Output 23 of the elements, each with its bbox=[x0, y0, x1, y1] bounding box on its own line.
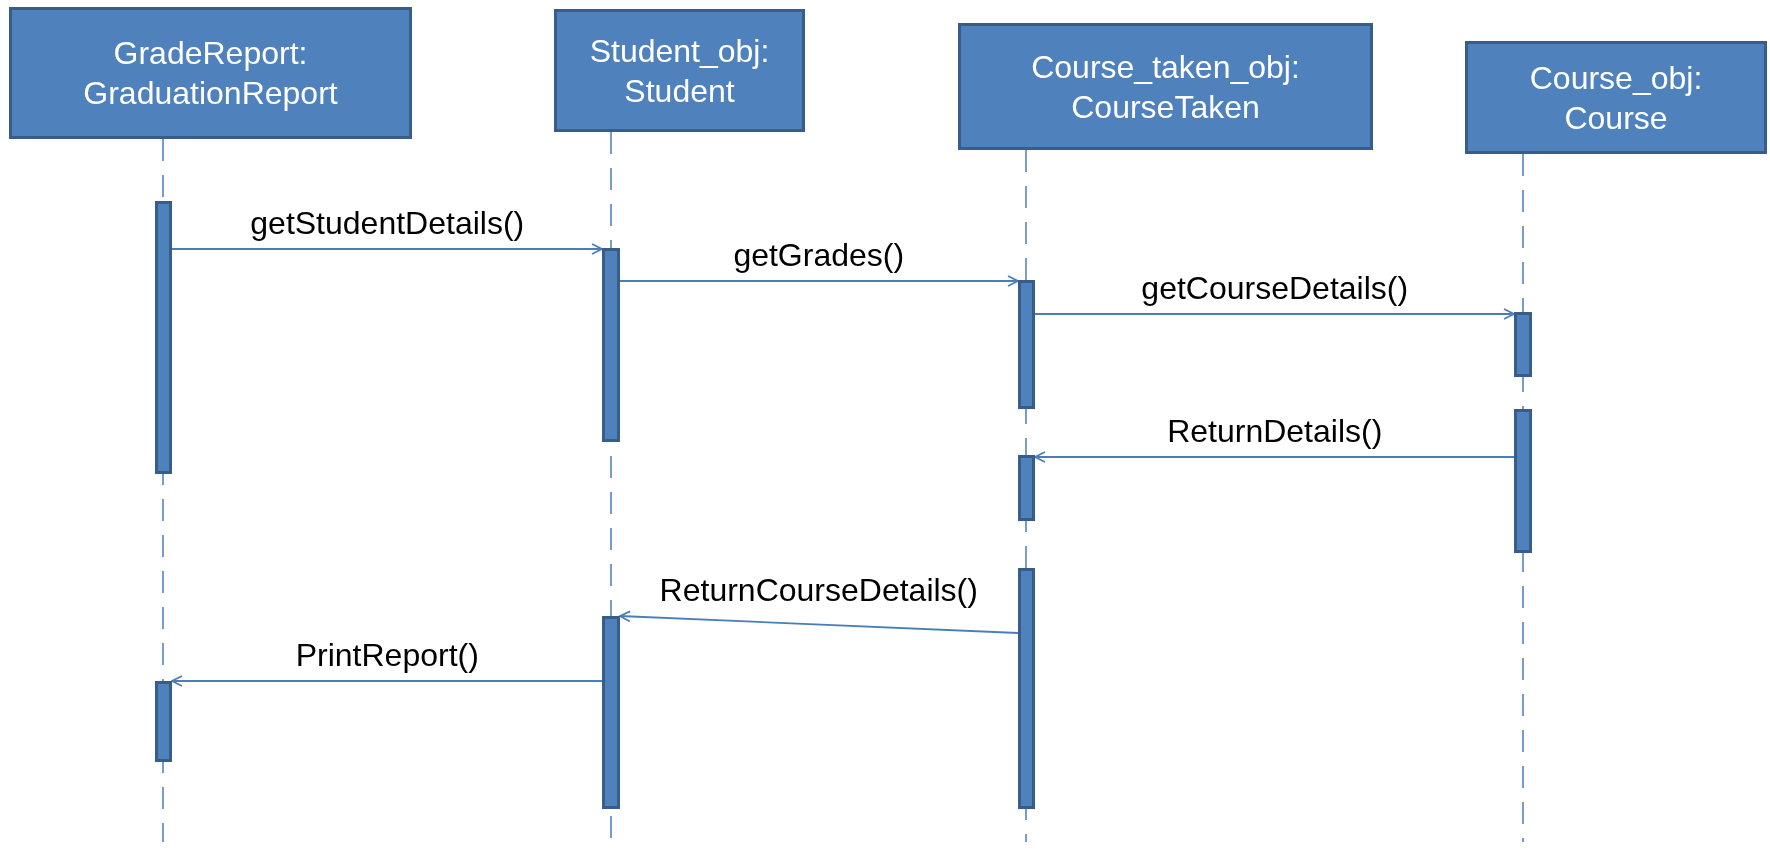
object-name: Course_obj: Course bbox=[1528, 58, 1704, 138]
activation-bar bbox=[1514, 312, 1532, 377]
message-arrow bbox=[1034, 308, 1515, 320]
object-box bbox=[9, 7, 412, 139]
activation-bar bbox=[1018, 280, 1035, 409]
object-box bbox=[958, 23, 1373, 150]
message-arrow bbox=[619, 275, 1019, 287]
object-box bbox=[1465, 41, 1767, 154]
activation-bar bbox=[155, 201, 172, 474]
message-arrow bbox=[1034, 451, 1515, 463]
activation-bar bbox=[602, 248, 620, 442]
activation-bar bbox=[1514, 409, 1532, 553]
object-name: GradeReport: GraduationReport bbox=[82, 34, 339, 113]
activation-bar bbox=[155, 681, 172, 762]
activation-bar bbox=[1018, 568, 1035, 809]
activation-bar bbox=[602, 616, 620, 809]
object-name: Course_taken_obj: CourseTaken bbox=[1030, 47, 1301, 127]
object-box bbox=[554, 9, 805, 132]
message-arrow bbox=[619, 610, 1019, 634]
object-name: Student_obj: Student bbox=[588, 31, 771, 111]
message-arrow bbox=[171, 243, 603, 255]
activation-bar bbox=[1018, 455, 1035, 521]
message-arrow bbox=[171, 675, 603, 687]
